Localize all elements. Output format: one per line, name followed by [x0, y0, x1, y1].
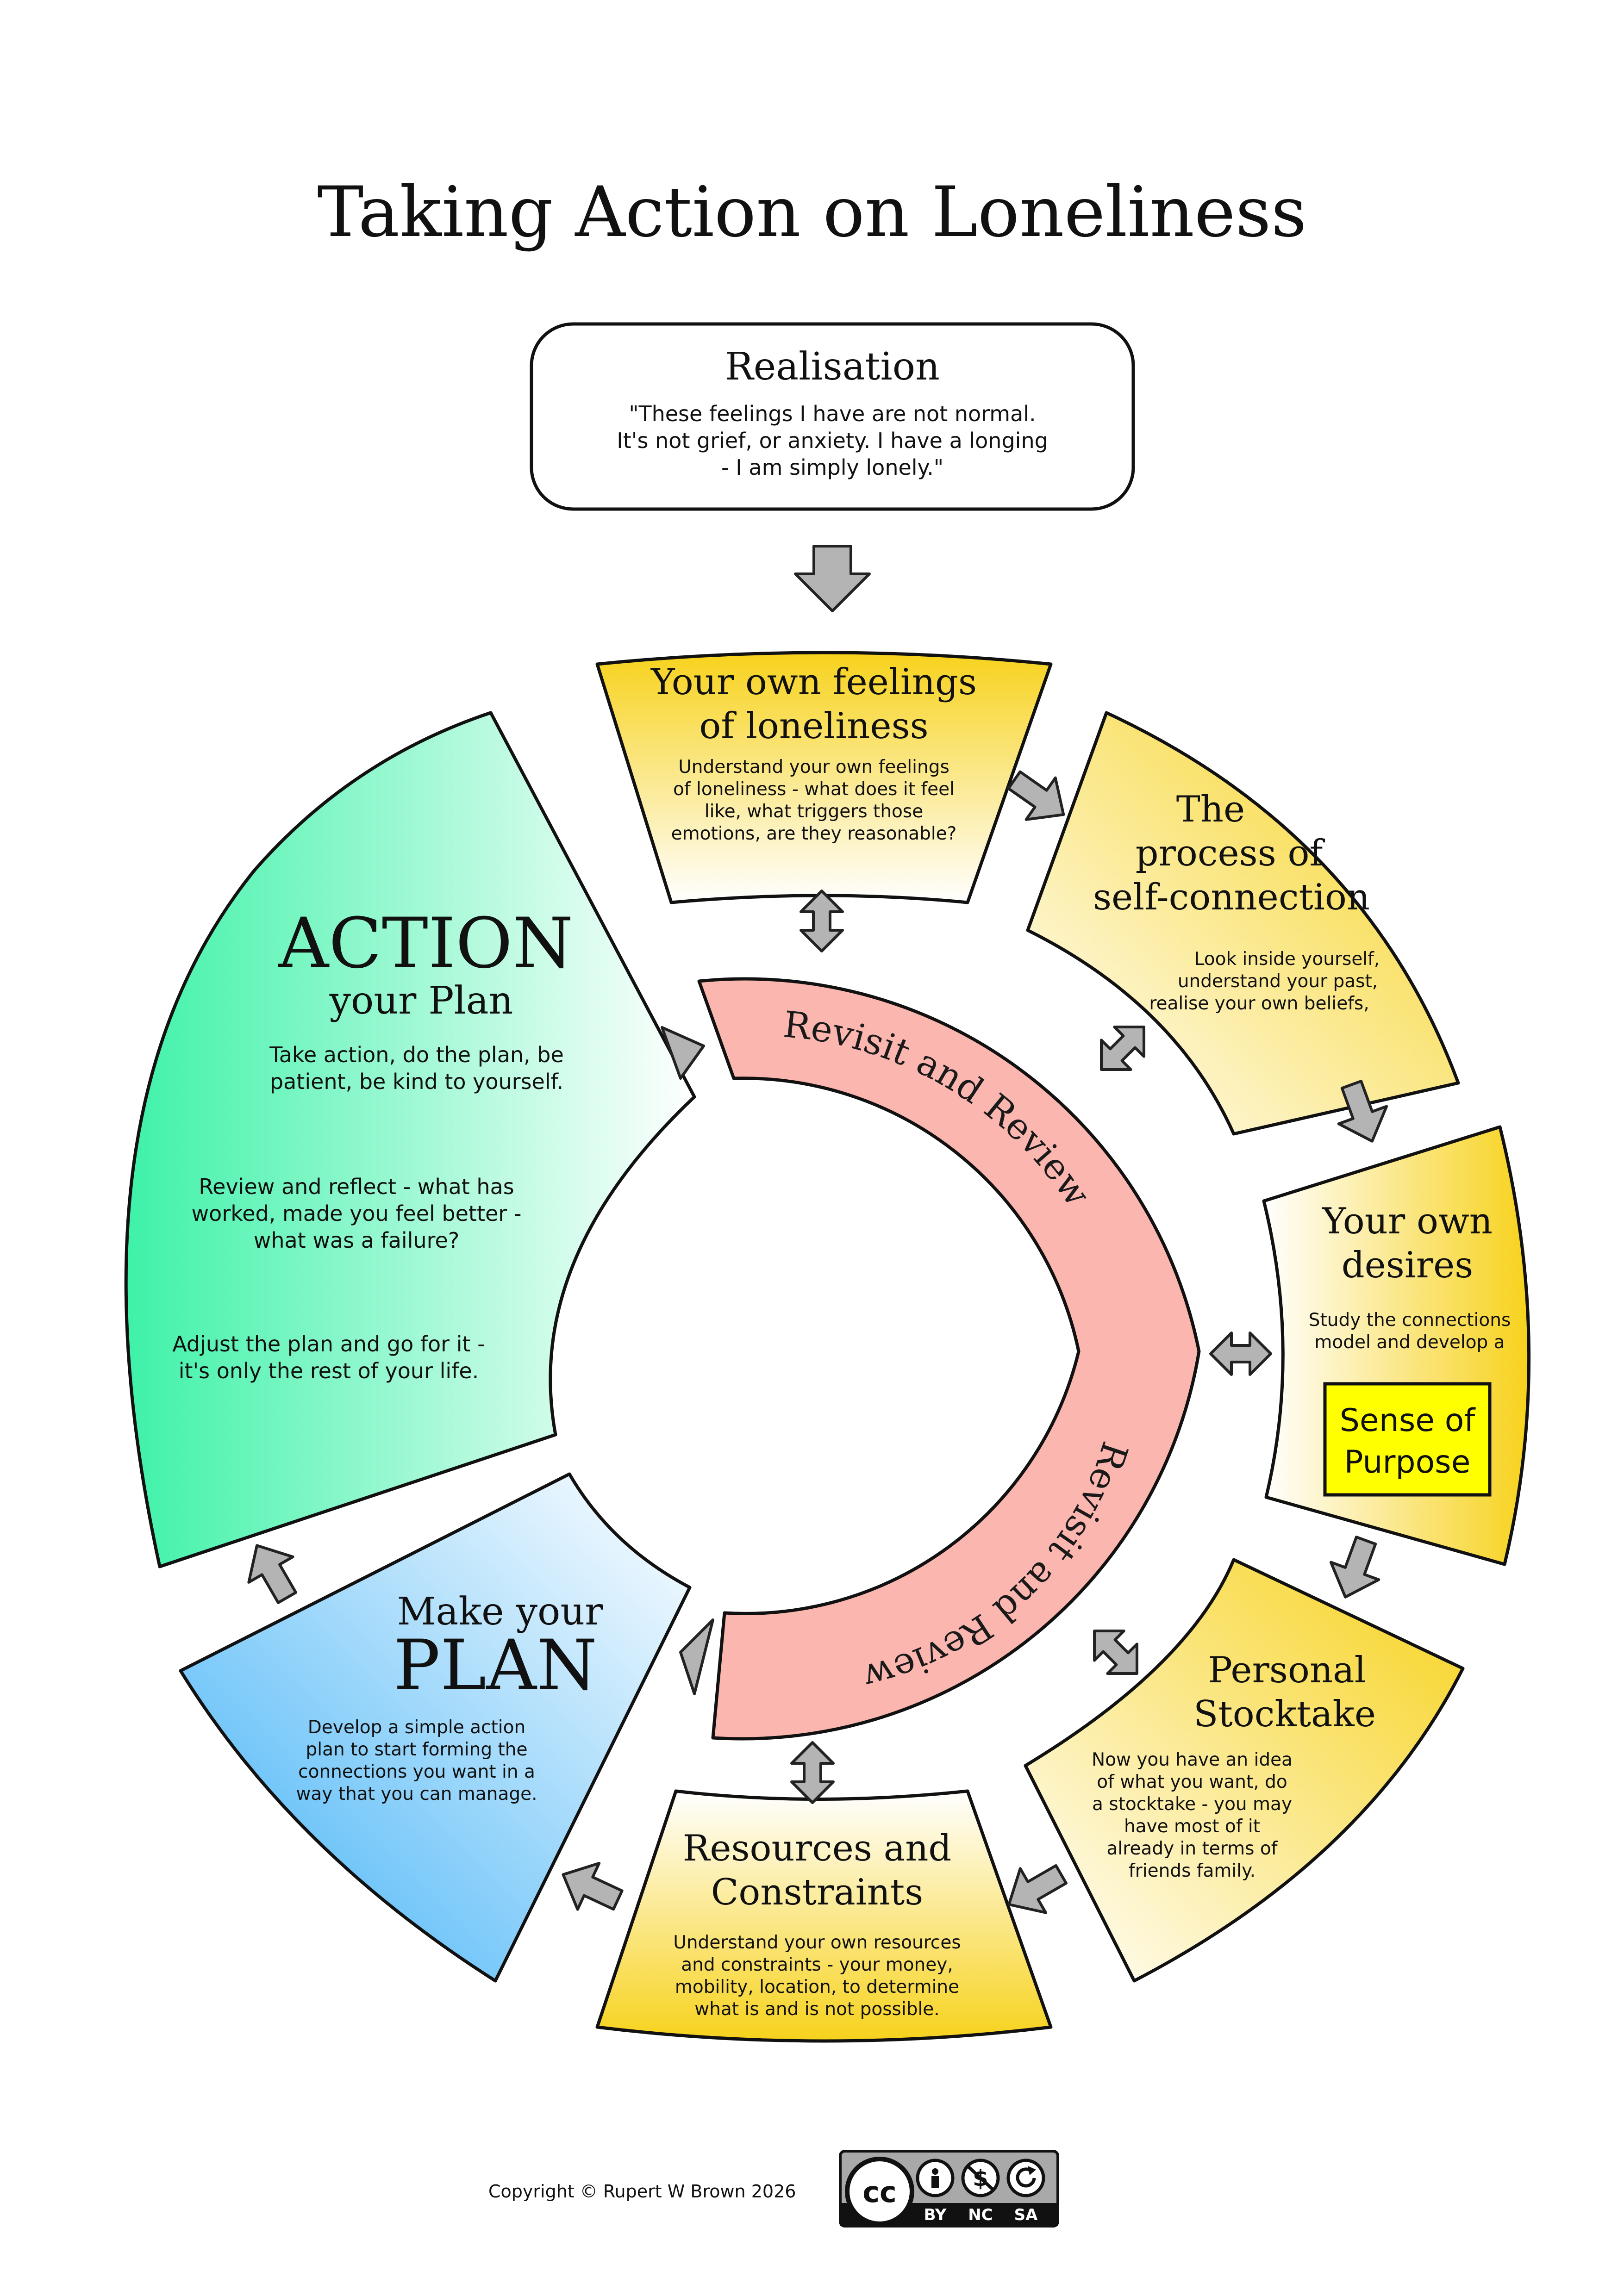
action-body-1b: patient, be kind to yourself.	[270, 1069, 563, 1094]
arrow-stocktake-to-resources-icon	[1007, 1864, 1068, 1914]
arrow-feelings-to-self-icon	[1007, 770, 1065, 821]
resources-body-3: mobility, location, to determine	[675, 1977, 959, 1997]
flow-arrows	[247, 770, 1388, 1914]
resources-heading-2: Constraints	[711, 1872, 924, 1913]
cc-badge-text: cc	[862, 2175, 897, 2209]
plan-body-3: connections you want in a	[298, 1761, 535, 1782]
feelings-body-2: of loneliness - what does it feel	[673, 779, 955, 800]
desires-heading-1: Your own	[1322, 1201, 1493, 1242]
triangle-action-to-ring-icon	[661, 1026, 705, 1080]
double-arrow-self-icon	[1100, 1026, 1145, 1071]
license-term-sa: SA	[1014, 2206, 1038, 2224]
action-heading-small: your Plan	[329, 979, 513, 1023]
segment-feelings: Your own feelings of loneliness Understa…	[595, 651, 1053, 904]
plan-heading-big: PLAN	[394, 1625, 597, 1706]
self-connection-body-3: realise your own beliefs,	[1149, 993, 1369, 1014]
desires-body-2: model and develop a	[1314, 1332, 1505, 1353]
cc-icon	[845, 2157, 914, 2226]
stocktake-body-4: have most of it	[1124, 1816, 1260, 1837]
resources-body-2: and constraints - your money,	[681, 1954, 953, 1975]
sense-of-purpose-box	[1323, 1382, 1492, 1497]
feelings-body-4: emotions, are they reasonable?	[671, 823, 957, 844]
stocktake-body-1: Now you have an idea	[1092, 1749, 1293, 1770]
realisation-box: Realisation "These feelings I have are n…	[530, 322, 1135, 511]
arrow-self-to-desires-icon	[1337, 1080, 1388, 1143]
double-arrow-desires-icon	[1209, 1332, 1272, 1376]
stocktake-body-6: friends family.	[1129, 1860, 1255, 1881]
plan-body-1: Develop a simple action	[308, 1717, 525, 1738]
resources-body-4: what is and is not possible.	[694, 1999, 939, 2020]
realisation-line-3: - I am simply lonely."	[721, 455, 943, 480]
self-connection-heading-3: self-connection	[1093, 877, 1370, 918]
feelings-body-1: Understand your own feelings	[678, 757, 949, 778]
share-alike-icon	[1006, 2159, 1045, 2197]
segment-stocktake: Personal Stocktake Now you have an idea …	[1024, 1558, 1465, 1983]
copyright-text: Copyright © Rupert W Brown 2026	[488, 2181, 796, 2202]
arrow-desires-to-stocktake-icon	[1329, 1536, 1380, 1599]
arrow-plan-to-action-icon	[247, 1544, 298, 1604]
realisation-line-2: It's not grief, or anxiety. I have a lon…	[617, 428, 1048, 453]
realisation-heading: Realisation	[725, 345, 940, 389]
triangle-ring-to-plan-icon	[679, 1618, 714, 1695]
action-body-2a: Review and reflect - what has	[199, 1174, 514, 1199]
stocktake-heading-1: Personal	[1208, 1649, 1366, 1691]
sense-of-purpose-line-2: Purpose	[1344, 1444, 1471, 1481]
stocktake-body-2: of what you want, do	[1097, 1772, 1287, 1792]
segment-plan: Make your PLAN Develop a simple action p…	[179, 1472, 692, 1983]
license-term-by: BY	[924, 2206, 947, 2224]
self-connection-body-1: Look inside yourself,	[1194, 949, 1380, 970]
stocktake-heading-2: Stocktake	[1193, 1693, 1376, 1735]
plan-body-4: way that you can manage.	[296, 1784, 537, 1804]
action-body-1a: Take action, do the plan, be	[269, 1042, 564, 1067]
revisit-review-ring: Revisit and Review Revisit and Review	[697, 977, 1201, 1741]
review-arrows	[790, 890, 1272, 1804]
down-arrow-icon	[794, 545, 871, 612]
feelings-body-3: like, what triggers those	[705, 801, 923, 822]
desires-heading-2: desires	[1342, 1244, 1474, 1286]
arrow-resources-to-plan-icon	[562, 1861, 624, 1911]
cc-license-badge: cc $ BY NC SA	[839, 2150, 1059, 2228]
action-body-2b: worked, made you feel better -	[192, 1201, 522, 1226]
self-connection-body-2: understand your past,	[1178, 971, 1378, 992]
plan-body-2: plan to start forming the	[306, 1739, 527, 1760]
realisation-line-1: "These feelings I have are not normal.	[629, 401, 1036, 426]
stocktake-body-5: already in terms of	[1107, 1838, 1278, 1859]
double-arrow-stocktake-icon	[1093, 1630, 1138, 1675]
segment-resources: Resources and Constraints Understand you…	[595, 1789, 1053, 2043]
feelings-heading-2: of loneliness	[699, 705, 928, 747]
sense-of-purpose-line-1: Sense of	[1340, 1402, 1476, 1439]
page-title: Taking Action on Loneliness	[317, 172, 1306, 253]
stocktake-body-3: a stocktake - you may	[1092, 1794, 1292, 1815]
action-body-3a: Adjust the plan and go for it -	[172, 1332, 485, 1356]
resources-heading-1: Resources and	[683, 1828, 952, 1869]
desires-body-1: Study the connections	[1309, 1310, 1511, 1331]
license-term-nc: NC	[968, 2206, 993, 2224]
double-arrow-resources-icon	[790, 1741, 835, 1804]
self-connection-heading-2: process of	[1136, 833, 1325, 874]
segment-action: ACTION your Plan Take action, do the pla…	[124, 711, 696, 1568]
action-heading-big: ACTION	[278, 903, 574, 984]
segment-desires: Your own desires Study the connections m…	[1262, 1125, 1531, 1566]
self-connection-heading-1: The	[1176, 789, 1245, 830]
plan-heading-small: Make your	[397, 1590, 604, 1634]
feelings-heading-1: Your own feelings	[650, 661, 977, 703]
action-body-3b: it's only the rest of your life.	[179, 1358, 479, 1383]
resources-body-1: Understand your own resources	[673, 1932, 961, 1953]
double-arrow-feelings-icon	[800, 890, 844, 952]
action-body-2c: what was a failure?	[254, 1228, 460, 1253]
segment-self-connection: The process of self-connection Look insi…	[1026, 711, 1460, 1136]
